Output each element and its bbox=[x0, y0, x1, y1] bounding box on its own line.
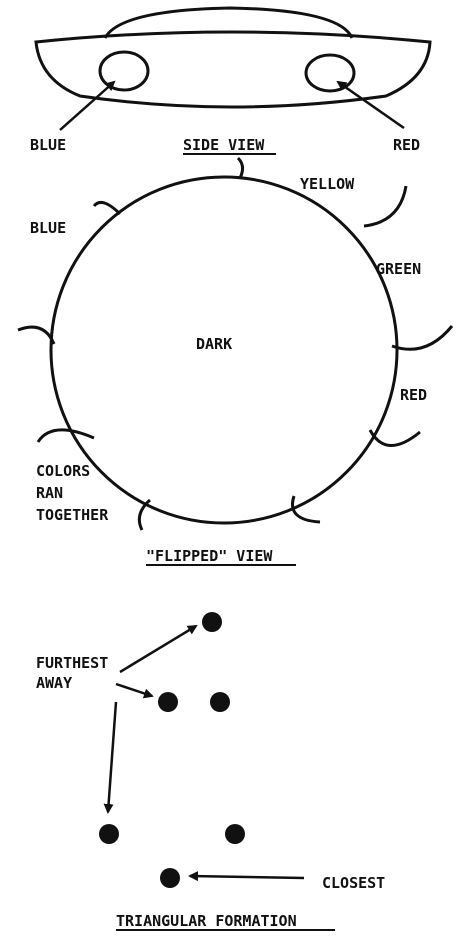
formation-light-mid-right bbox=[210, 692, 230, 712]
formation-light-low-right bbox=[225, 824, 245, 844]
closest-arrow bbox=[190, 876, 304, 878]
triangular-formation-group: FURTHEST AWAY CLOSEST TRIANGULAR FORMATI… bbox=[36, 612, 385, 930]
flipped-yellow-label: YELLOW bbox=[300, 175, 355, 193]
flipped-blue-label: BLUE bbox=[30, 219, 66, 237]
flipped-view-group: YELLOW BLUE GREEN DARK RED COLORS RAN TO… bbox=[18, 158, 452, 565]
red-light-circle bbox=[306, 55, 354, 91]
colors-ran-together-line1: COLORS bbox=[36, 462, 90, 480]
bottom-light-squiggle-2 bbox=[292, 496, 320, 522]
flipped-green-label: GREEN bbox=[376, 260, 421, 278]
lower-left-light-squiggle bbox=[38, 430, 94, 442]
blue-light-circle bbox=[100, 52, 148, 90]
formation-light-mid-left bbox=[158, 692, 178, 712]
side-view-group: BLUE RED SIDE VIEW bbox=[30, 8, 430, 154]
flipped-red-label: RED bbox=[400, 386, 427, 404]
red-arrow bbox=[338, 82, 404, 128]
flipped-dark-label: DARK bbox=[196, 335, 232, 353]
furthest-away-line1: FURTHEST bbox=[36, 654, 108, 672]
left-light-squiggle bbox=[18, 327, 54, 344]
furthest-away-line2: AWAY bbox=[36, 674, 72, 692]
colors-ran-together-line2: RAN bbox=[36, 484, 63, 502]
craft-side-outline bbox=[36, 32, 430, 107]
closest-label: CLOSEST bbox=[322, 874, 385, 892]
blue-light-squiggle bbox=[94, 202, 120, 214]
side-red-label: RED bbox=[393, 136, 420, 154]
colors-ran-together-line3: TOGETHER bbox=[36, 506, 109, 524]
formation-light-top bbox=[202, 612, 222, 632]
furthest-arrow-up bbox=[120, 626, 196, 672]
triangular-formation-title: TRIANGULAR FORMATION bbox=[116, 912, 297, 930]
formation-light-bottom bbox=[160, 868, 180, 888]
yellow-light-squiggle bbox=[238, 158, 243, 178]
right-light-squiggle bbox=[392, 326, 452, 349]
furthest-arrow-right bbox=[116, 684, 152, 696]
furthest-arrow-down bbox=[108, 702, 116, 812]
flipped-view-title: "FLIPPED" VIEW bbox=[146, 547, 273, 565]
formation-light-low-left bbox=[99, 824, 119, 844]
side-view-title: SIDE VIEW bbox=[183, 136, 265, 154]
side-blue-label: BLUE bbox=[30, 136, 66, 154]
green-light-squiggle bbox=[364, 186, 406, 226]
